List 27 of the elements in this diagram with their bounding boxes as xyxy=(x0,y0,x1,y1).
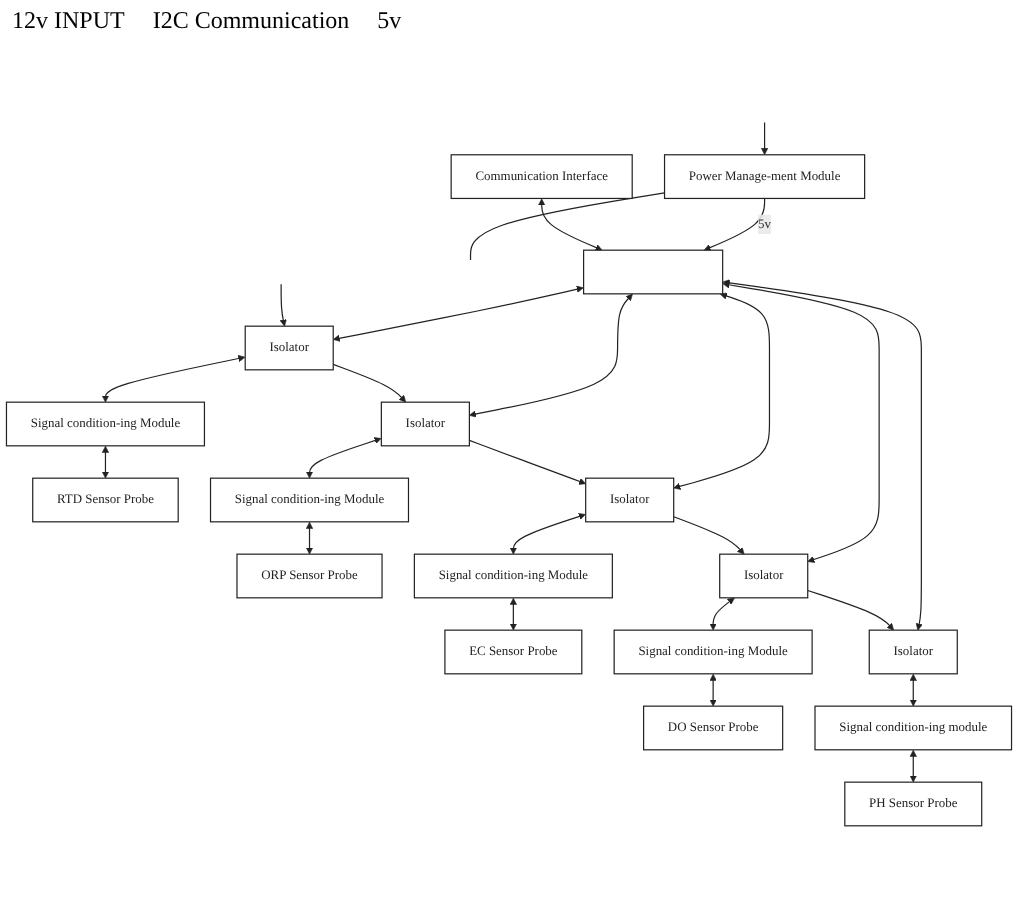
note-text: I2C Communication xyxy=(152,6,350,36)
arrow xyxy=(761,121,769,156)
arrow xyxy=(673,516,745,555)
arrow xyxy=(469,293,633,418)
arrow xyxy=(807,589,894,631)
arrow xyxy=(509,597,517,631)
block-box xyxy=(583,249,724,295)
arrow xyxy=(538,198,603,251)
arrow xyxy=(305,437,382,479)
arrow xyxy=(332,363,407,403)
arrow xyxy=(673,292,771,490)
arrow xyxy=(305,521,314,555)
arrow xyxy=(703,197,766,251)
arrow xyxy=(709,673,717,707)
note-text: 5v xyxy=(377,6,402,36)
note-text: 12v INPUT xyxy=(12,6,125,36)
arrow xyxy=(909,673,917,707)
arrow xyxy=(722,281,880,563)
arrow xyxy=(722,279,923,631)
arrow xyxy=(909,749,917,783)
arrow xyxy=(709,597,735,631)
arrow xyxy=(101,355,246,403)
arrow xyxy=(279,283,287,327)
arrow xyxy=(101,445,109,479)
arrow xyxy=(332,285,584,342)
arrow xyxy=(509,513,586,555)
arrow xyxy=(468,439,586,485)
